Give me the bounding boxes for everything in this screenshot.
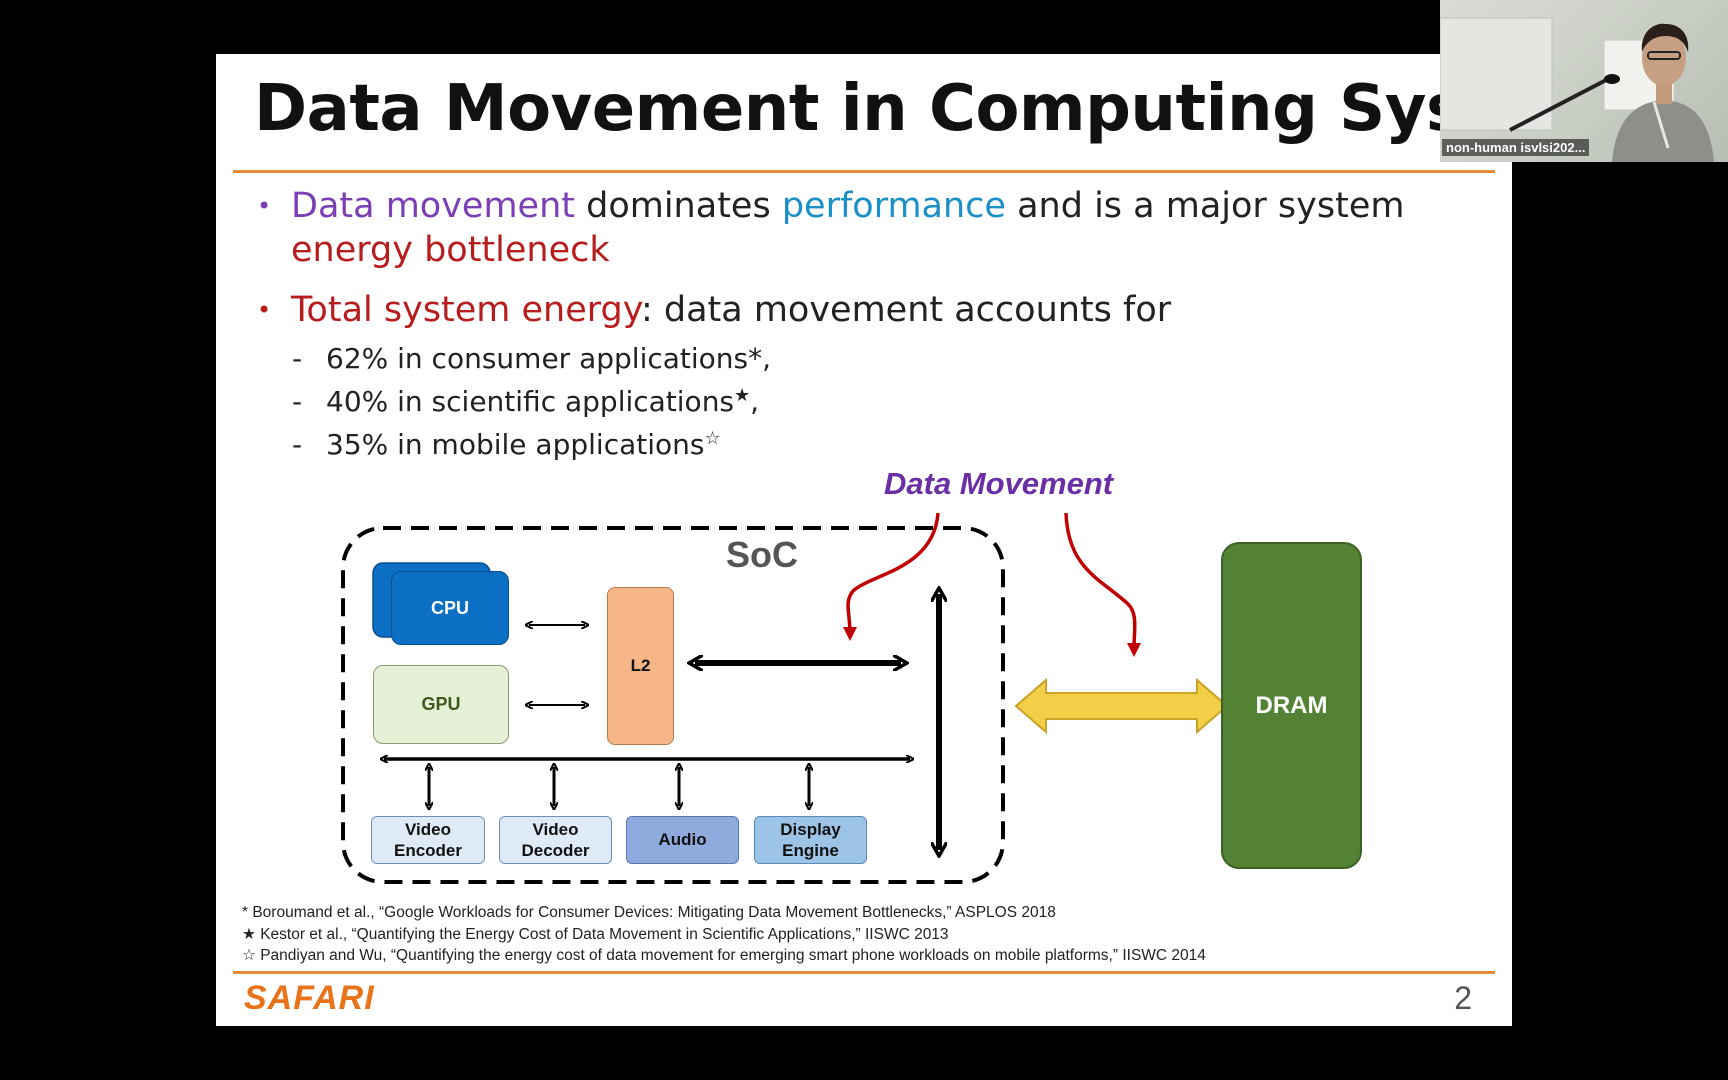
dash: - [292, 428, 303, 461]
audio-box: Audio [626, 816, 739, 864]
dram-label: DRAM [1255, 691, 1328, 719]
subitem-mobile: - 35% in mobile applications☆ [292, 428, 721, 461]
reference-item: ☆ Pandiyan and Wu, “Quantifying the ener… [242, 947, 1206, 964]
subitem-tail: , [750, 385, 760, 418]
speaker-neck [1656, 82, 1672, 104]
gpu-label: GPU [421, 694, 461, 714]
video-decoder-label-line2: Decoder [521, 841, 590, 860]
dash: - [292, 342, 303, 375]
display-engine-label-line1: Display [780, 820, 841, 839]
bullet-text: : data movement accounts for [640, 290, 1172, 330]
data-movement-arrow-right [1064, 512, 1142, 657]
bullet-text-performance: performance [781, 186, 1006, 226]
references: * Boroumand et al., “Google Workloads fo… [242, 902, 1206, 967]
bullet-text: dominates [574, 186, 782, 226]
safari-logo: SAFARI [244, 979, 375, 1017]
video-decoder-label-line1: Video [532, 820, 579, 839]
soc-label: SoC [726, 534, 798, 575]
star-mark: ★ [734, 385, 751, 406]
bullet-text-data-movement: Data movement [291, 186, 575, 226]
subitem-scientific: - 40% in scientific applications★, [292, 385, 760, 418]
bullet-dot: • [257, 192, 272, 220]
bullet-data-movement: • Data movement dominates performance an… [257, 184, 1405, 272]
reference-item: ★ Kestor et al., “Quantifying the Energy… [242, 925, 949, 943]
dram-box: DRAM [1221, 542, 1362, 869]
soc-dram-yellow-arrow [1014, 677, 1229, 735]
bullet-text-energy-bottleneck: energy bottleneck [291, 230, 610, 270]
reference-item: * Boroumand et al., “Google Workloads fo… [242, 904, 1056, 921]
bullet-dot: • [257, 296, 272, 324]
asterisk-mark: * [748, 342, 763, 375]
video-encoder-label-line2: Encoder [393, 841, 463, 860]
subitem-consumer: - 62% in consumer applications*, [292, 342, 772, 375]
hollow-star-mark: ☆ [704, 428, 721, 449]
subitem-text: 40% in scientific applications [326, 385, 735, 418]
data-movement-label: Data Movement [884, 466, 1114, 501]
audio-label: Audio [658, 830, 707, 849]
cpu-label: CPU [430, 597, 469, 618]
bullet-text: and is a major system [1005, 186, 1405, 226]
video-encoder-label-line1: Video [405, 820, 451, 839]
speaker-hair [1641, 23, 1689, 52]
cpu-box: CPU [391, 571, 509, 645]
speaker-glasses [1647, 51, 1681, 60]
speaker-lanyard [1652, 101, 1670, 149]
dash: - [292, 385, 303, 418]
l2-cache-box: L2 [607, 587, 674, 745]
subitem-tail: , [762, 342, 772, 375]
display-engine-label-line2: Engine [782, 841, 839, 860]
microphone-head [1604, 74, 1620, 84]
soc-boundary [341, 526, 1005, 884]
gpu-box: GPU [373, 665, 509, 744]
subitem-text: 35% in mobile applications [326, 428, 705, 461]
data-movement-arrow-left [842, 512, 940, 641]
l2-label: L2 [630, 656, 651, 675]
participant-name-label: non-human isvlsi202... [1442, 139, 1590, 156]
background-screen [1440, 17, 1553, 131]
bullet-text-total-energy: Total system energy [291, 290, 641, 330]
slide-title: Data Movement in Computing Systems [254, 72, 1512, 146]
footer-rule [233, 971, 1495, 974]
speaker-video-scene [1440, 17, 1714, 162]
title-underline [233, 170, 1495, 173]
bullet-total-energy: • Total system energy: data movement acc… [257, 288, 1172, 332]
diagram-graphics [341, 512, 1229, 884]
microphone-stand [1509, 76, 1611, 132]
subitem-text: 62% in consumer applications [326, 342, 749, 375]
page-number: 2 [1454, 980, 1472, 1016]
slide: Data Movement in Computing Systems • Dat… [216, 54, 1512, 1026]
speaker-video-thumbnail[interactable]: non-human isvlsi202... [1440, 0, 1728, 162]
